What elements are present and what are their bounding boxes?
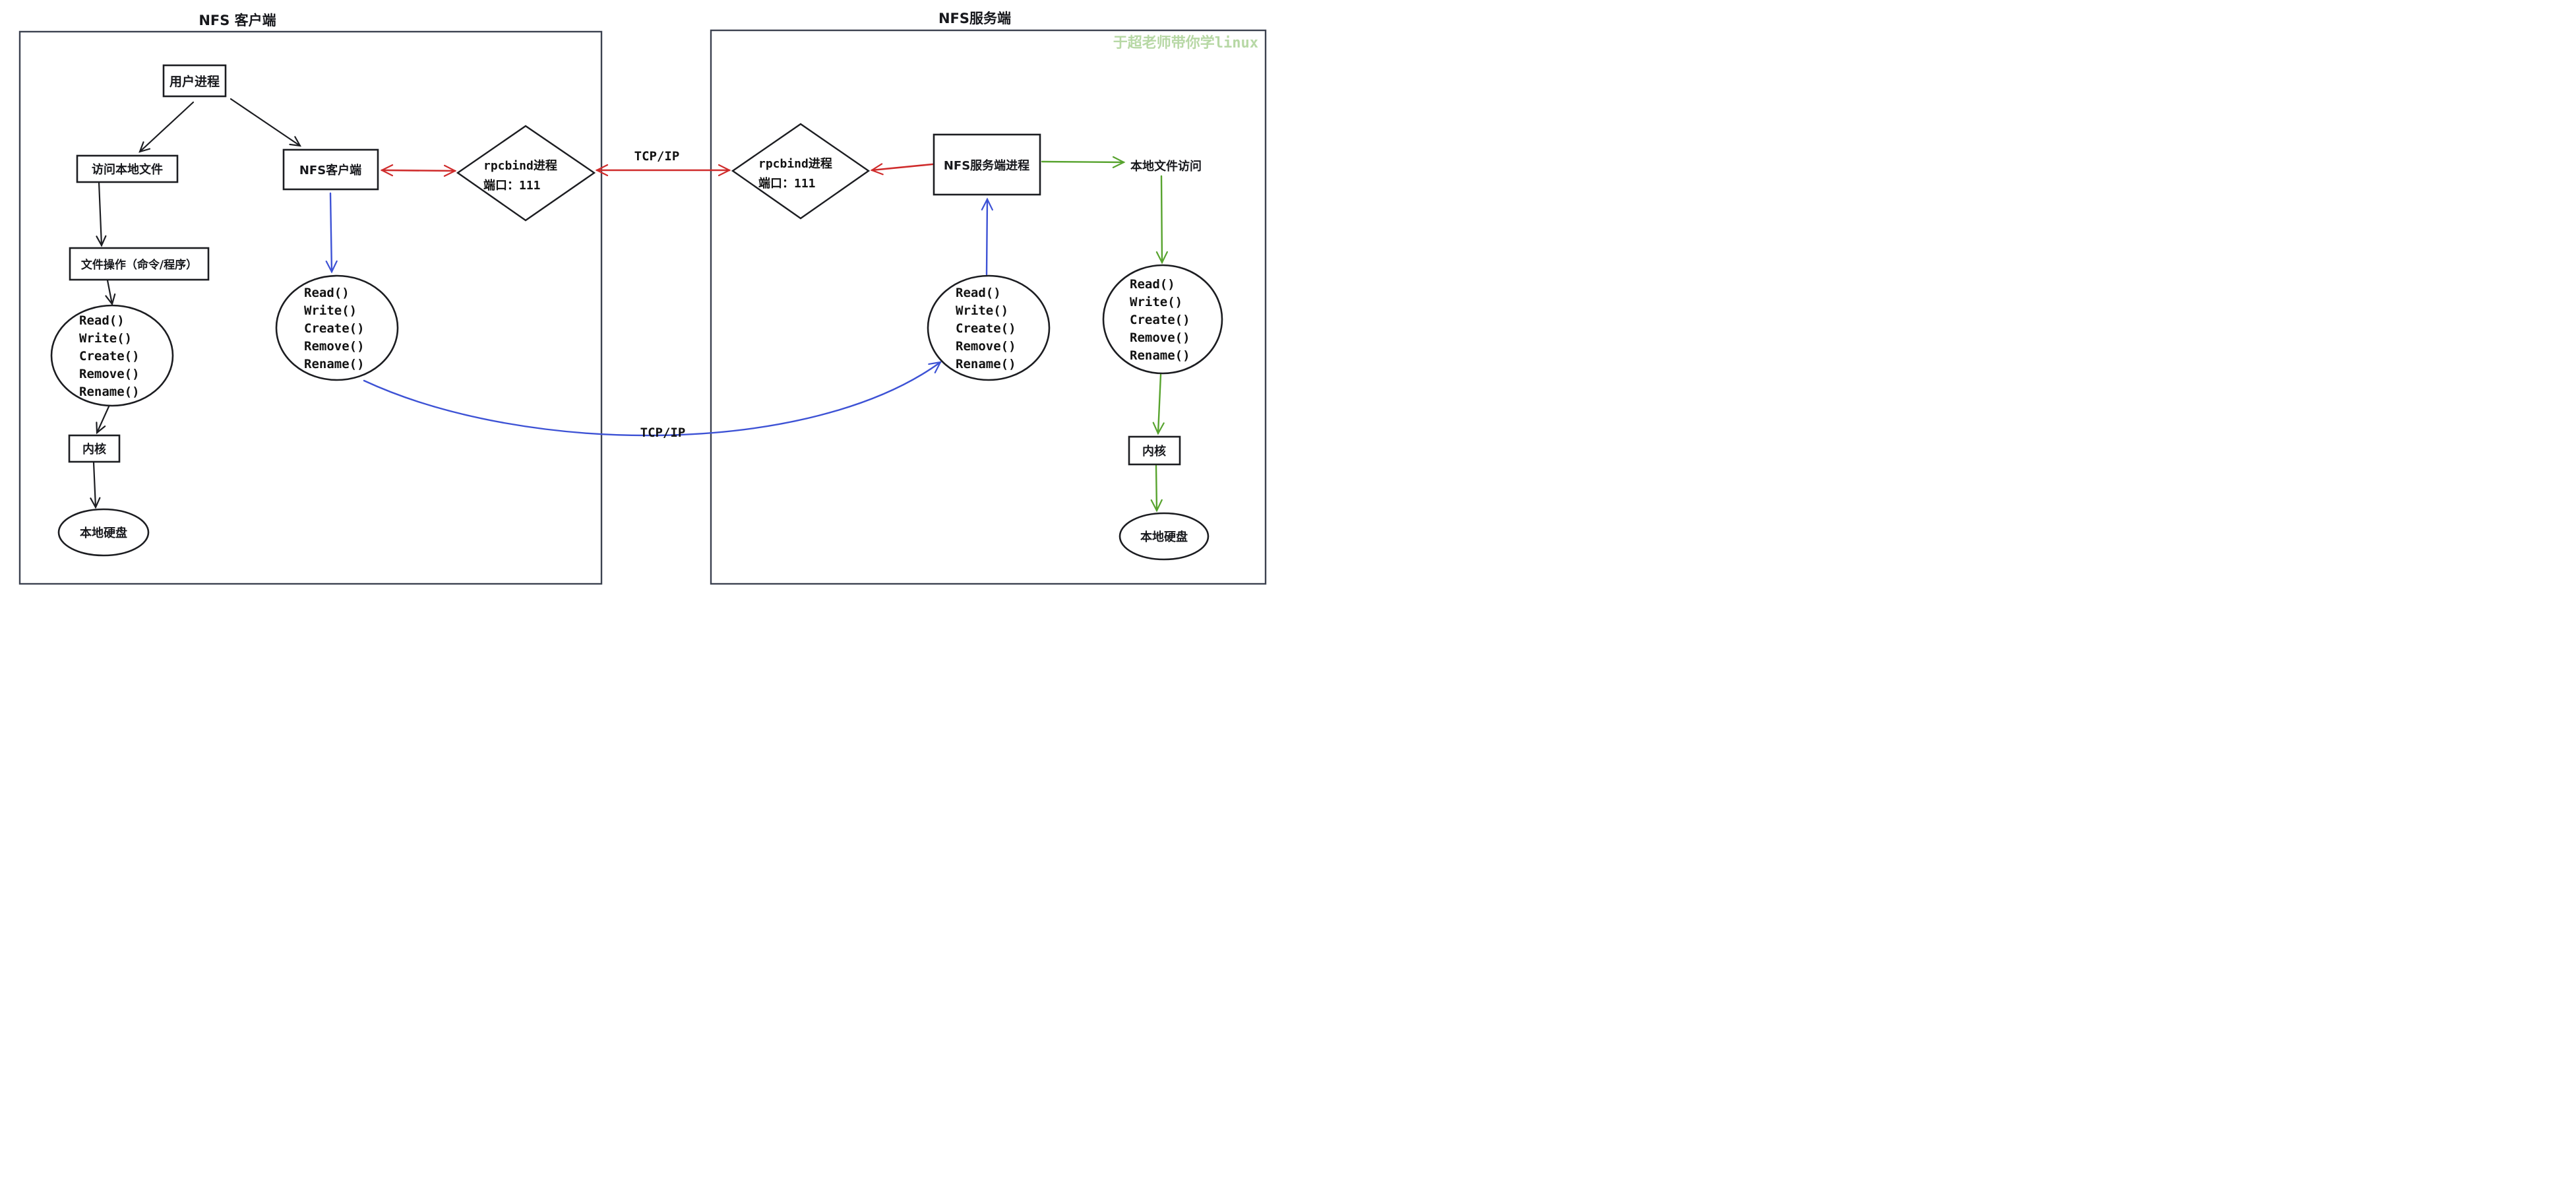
rpcbind-server-line2: 端口：111 — [758, 177, 816, 191]
node-user-process: 用户进程 — [162, 64, 227, 98]
node-syscalls-local-client: Read() Write() Create() Remove() Rename(… — [50, 304, 174, 407]
file-ops-label: 文件操作（命令/程序） — [81, 258, 197, 272]
node-rpcbind-server: rpcbind进程 端口：111 — [731, 123, 871, 220]
arrow-server-process-to-rpcbind — [870, 163, 934, 175]
rpcbind-server-line1: rpcbind进程 — [758, 157, 832, 171]
nfs-server-process-label: NFS服务端进程 — [944, 158, 1029, 173]
arrow-nfs-client-to-syscalls — [325, 192, 338, 274]
local-disk-left-label: 本地硬盘 — [80, 526, 127, 540]
node-syscalls-local-server: Read() Write() Create() Remove() Rename(… — [1102, 264, 1223, 375]
watermark-text: 于超老师带你学linux — [1113, 34, 1258, 51]
node-kernel-left: 内核 — [68, 434, 121, 463]
syscall-line: Remove() — [1130, 331, 1190, 345]
arrow-fileops-to-syscalls — [105, 279, 116, 306]
syscall-line: Rename() — [1130, 348, 1190, 363]
local-file-access-label: 本地文件访问 — [1130, 159, 1202, 173]
local-disk-right-label: 本地硬盘 — [1140, 530, 1188, 544]
node-access-local-file: 访问本地文件 — [76, 154, 179, 183]
syscall-line: Remove() — [956, 339, 1016, 354]
kernel-right-label: 内核 — [1142, 444, 1166, 458]
client-panel-title: NFS 客户端 — [199, 13, 276, 28]
syscall-line: Rename() — [956, 357, 1016, 371]
syscall-line: Write() — [304, 303, 357, 318]
node-nfs-client: NFS客户端 — [282, 148, 379, 191]
access-local-file-label: 访问本地文件 — [92, 162, 163, 177]
syscall-line: Write() — [79, 331, 132, 346]
syscall-line: Remove() — [79, 367, 140, 381]
rpcbind-client-line1: rpcbind进程 — [483, 159, 557, 173]
kernel-left-label: 内核 — [82, 442, 106, 457]
syscall-line: Read() — [79, 313, 125, 328]
syscall-line: Read() — [956, 286, 1001, 300]
user-process-label: 用户进程 — [169, 74, 220, 89]
arrow-user-to-local — [138, 101, 195, 153]
node-syscalls-nfs-client: Read() Write() Create() Remove() Rename(… — [275, 274, 399, 381]
syscall-line: Create() — [304, 321, 365, 336]
server-panel-frame — [710, 29, 1267, 585]
syscall-line: Write() — [956, 303, 1008, 318]
syscall-line: Read() — [1130, 277, 1175, 292]
nfs-architecture-diagram: NFS 客户端 NFS服务端 于超老师带你学linux 用户进程 访问本地文件 … — [0, 0, 1288, 599]
syscall-line: Create() — [79, 349, 140, 363]
syscall-line: Create() — [1130, 313, 1190, 327]
node-local-disk-left: 本地硬盘 — [57, 508, 150, 557]
syscall-line: Remove() — [304, 339, 365, 354]
rpcbind-client-line2: 端口：111 — [483, 179, 541, 193]
arrow-syscalls-to-kernel-right — [1152, 373, 1165, 435]
tcpip-top-label: TCP/IP — [634, 149, 680, 164]
syscall-line: Read() — [304, 286, 350, 300]
node-kernel-right: 内核 — [1128, 435, 1181, 466]
arrow-kernel-to-disk-right — [1150, 464, 1163, 513]
arrow-local-access-to-syscalls — [1155, 175, 1168, 265]
arrow-user-to-nfs-client — [230, 98, 302, 147]
diagram-canvas: NFS 客户端 NFS服务端 于超老师带你学linux 用户进程 访问本地文件 … — [18, 11, 1267, 585]
client-panel-frame — [18, 30, 603, 585]
arrow-kernel-to-disk — [90, 461, 101, 509]
tcpip-bottom-label: TCP/IP — [640, 426, 686, 440]
arrow-client-rpcbind-bidir — [380, 164, 457, 177]
server-panel-title: NFS服务端 — [938, 11, 1011, 26]
node-nfs-server-process: NFS服务端进程 — [933, 133, 1041, 196]
arrow-syscalls-to-kernel — [96, 404, 111, 435]
node-file-ops: 文件操作（命令/程序） — [69, 247, 210, 281]
syscall-line: Write() — [1130, 295, 1182, 309]
arrow-local-to-fileops — [96, 181, 107, 247]
syscall-line: Rename() — [304, 357, 365, 371]
arrow-tcpip-curve — [363, 361, 942, 437]
nfs-client-label: NFS客户端 — [299, 163, 361, 177]
node-local-disk-right: 本地硬盘 — [1119, 512, 1210, 561]
syscall-line: Create() — [956, 321, 1016, 336]
node-syscalls-nfs-server: Read() Write() Create() Remove() Rename(… — [927, 274, 1051, 381]
node-rpcbind-client: rpcbind进程 端口：111 — [456, 125, 596, 222]
syscall-line: Rename() — [79, 385, 140, 399]
